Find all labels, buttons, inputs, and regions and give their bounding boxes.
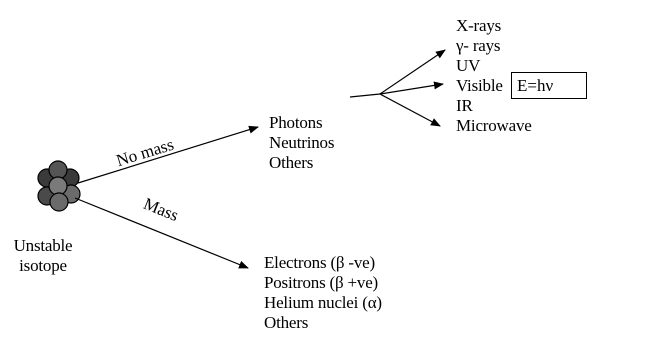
photon-energy-formula-box: E=hν xyxy=(511,72,587,99)
unstable-isotope-nucleus-icon xyxy=(37,160,81,212)
list-item: Neutrinos xyxy=(269,133,335,152)
source-label-line2: isotope xyxy=(19,256,67,275)
mass-arrow xyxy=(74,197,249,269)
list-item: Helium nuclei (α) xyxy=(264,293,382,312)
massive-particles-list: Electrons (β -ve) Positrons (β +ve) Heli… xyxy=(264,253,382,333)
no-mass-arrow xyxy=(77,125,259,184)
source-label-line1: Unstable xyxy=(13,236,73,255)
source-label: Unstable isotope xyxy=(11,236,75,276)
list-item: Others xyxy=(264,313,309,332)
list-item: Others xyxy=(269,153,314,172)
list-item: UV xyxy=(456,56,481,75)
list-item: Photons xyxy=(269,113,323,132)
list-item: X-rays xyxy=(456,16,502,35)
photon-types-list: X-rays γ- rays UV Visible IR Microwave xyxy=(456,16,532,136)
list-item: IR xyxy=(456,96,473,115)
list-item: Microwave xyxy=(456,116,532,135)
list-item: γ- rays xyxy=(456,36,501,55)
list-item: Visible xyxy=(456,76,503,95)
arrow-to-uv xyxy=(379,81,444,95)
arrow-to-gamma-rays xyxy=(379,49,446,95)
massless-particles-list: Photons Neutrinos Others xyxy=(269,113,334,173)
arrow-to-ir xyxy=(379,93,441,127)
list-item: Positrons (β +ve) xyxy=(264,273,378,292)
photon-stem-line xyxy=(349,93,381,98)
list-item: Electrons (β -ve) xyxy=(264,253,375,272)
